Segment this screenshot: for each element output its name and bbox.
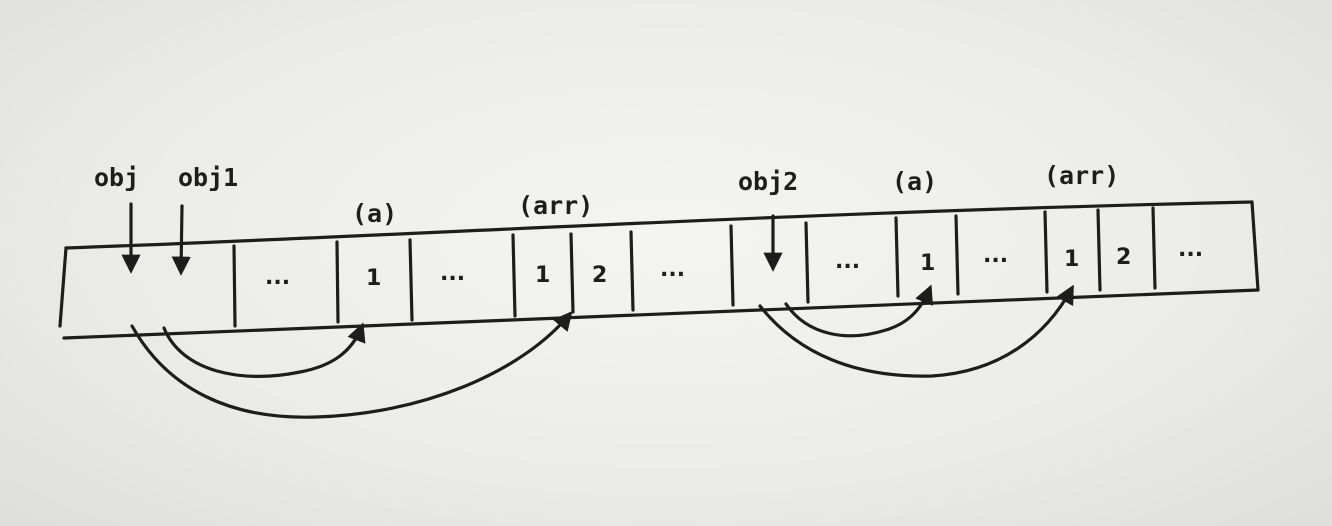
reference-arrow-to-a-second bbox=[784, 284, 933, 338]
cell-12-text: ... bbox=[1178, 237, 1203, 262]
field-label-a-first: (a) bbox=[352, 199, 397, 228]
pointer-label-obj: obj bbox=[94, 163, 139, 192]
cell-1-text: ... bbox=[265, 265, 290, 290]
reference-arrow-to-arr-first bbox=[130, 311, 573, 419]
cell-9-text: ... bbox=[983, 243, 1008, 268]
cell-11-text: 2 bbox=[1116, 245, 1131, 270]
obj1-pointer-arrow bbox=[171, 204, 191, 276]
pointer-label-obj2: obj2 bbox=[738, 167, 798, 196]
cell-dividers bbox=[232, 206, 1157, 328]
cell-7-text: ... bbox=[835, 249, 860, 274]
cell-8-text: 1 bbox=[920, 251, 935, 276]
cell-6-text: ... bbox=[660, 257, 685, 282]
field-label-arr-second: (arr) bbox=[1044, 161, 1119, 190]
pointer-label-obj1: obj1 bbox=[178, 163, 238, 192]
reference-arrow-to-a-first bbox=[162, 322, 366, 378]
field-label-arr-first: (arr) bbox=[518, 191, 593, 220]
cell-5-text: 2 bbox=[592, 263, 607, 288]
cell-2-text: 1 bbox=[366, 266, 381, 291]
field-label-a-second: (a) bbox=[892, 167, 937, 196]
cell-10-text: 1 bbox=[1064, 247, 1079, 272]
cell-4-text: 1 bbox=[535, 263, 550, 288]
cell-3-text: ... bbox=[440, 261, 465, 286]
reference-arrow-to-arr-second bbox=[758, 284, 1074, 378]
